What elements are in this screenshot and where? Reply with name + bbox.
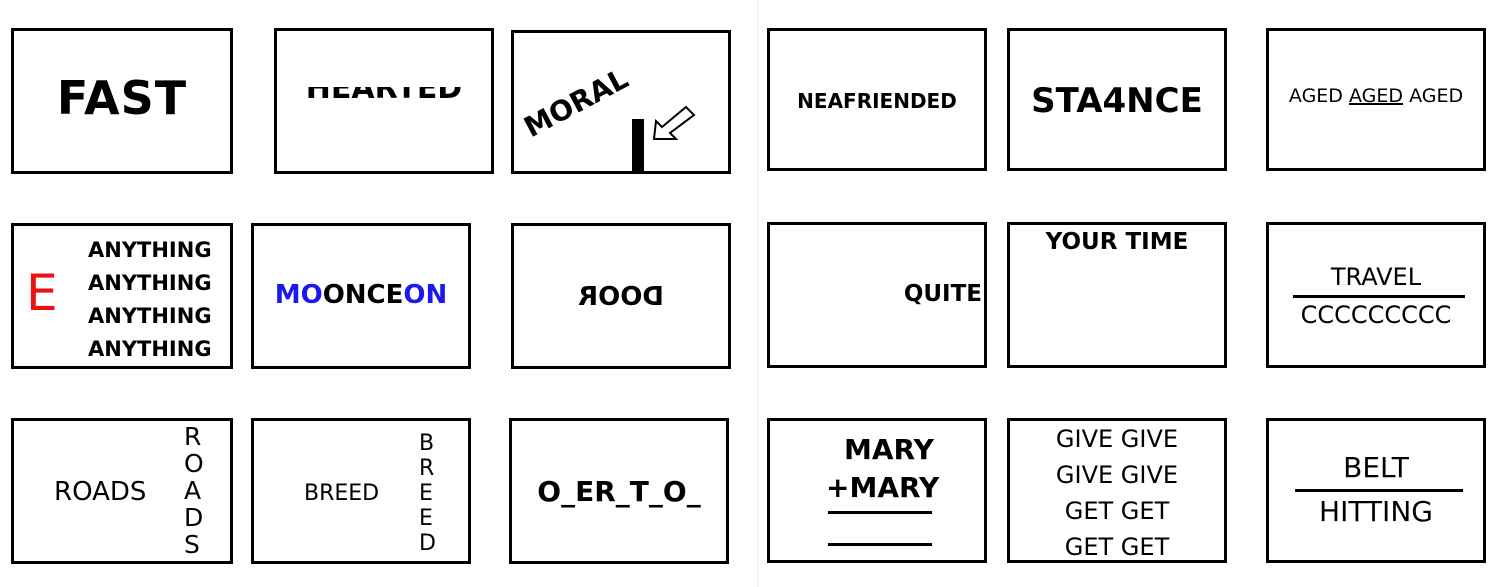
give-get-line: GET GET (1064, 533, 1170, 561)
puzzle-text: FAST (56, 71, 188, 125)
answer-line (828, 543, 932, 546)
aged-word: AGED (1288, 85, 1343, 107)
puzzle-text-vertical: ROADS (184, 422, 204, 559)
divider-line (1293, 295, 1465, 298)
clip: HEARTED (277, 87, 491, 103)
divider-line (1295, 489, 1463, 492)
puzzle-text: TRAVEL (1330, 263, 1422, 291)
puzzle-once-in-moon: MOONCEON (251, 223, 471, 369)
puzzle-text: +MARY (826, 471, 940, 504)
puzzle-text: ROADS (54, 477, 147, 507)
puzzle-below-belt: BELT HITTING (1266, 418, 1486, 563)
puzzle-give-get: GIVE GIVE GIVE GIVE GET GET GET GET (1007, 418, 1227, 563)
sum-line (828, 511, 932, 514)
puzzle-text: BELT (1343, 451, 1409, 484)
puzzle-text: HITTING (1319, 495, 1433, 528)
give-get-stack: GIVE GIVE GIVE GIVE GET GET GET GET (1010, 421, 1224, 561)
puzzle-letter-e: E (26, 264, 58, 322)
puzzle-neafriended: NEAFRIENDED (767, 28, 987, 171)
puzzle-quite: QUITE (767, 222, 987, 368)
puzzle-text: O_ER_T_O_ (537, 475, 701, 508)
puzzle-marry: MARY +MARY (767, 418, 987, 563)
puzzle-text: MORAL (518, 61, 634, 144)
puzzle-text: HEARTED (277, 87, 491, 103)
aged-word-underlined: AGED (1348, 85, 1404, 107)
puzzle-text: STA4NCE (1031, 81, 1203, 121)
puzzle-back-door: DOOR (511, 223, 731, 369)
aged-word: AGED (1409, 85, 1464, 107)
puzzle-fast: FAST (11, 28, 233, 174)
puzzle-moral-support: MORAL (511, 30, 731, 174)
once-text: ONCE (322, 280, 404, 310)
give-get-line: GET GET (1064, 497, 1170, 525)
moon-suffix: ON (403, 280, 448, 310)
anything-line: ANYTHING (88, 304, 212, 328)
give-get-line: GIVE GIVE (1055, 461, 1179, 489)
puzzle-stance: STA4NCE (1007, 28, 1227, 171)
puzzle-crossroads: ROADS ROADS (11, 418, 233, 564)
puzzle-text-vertical: BREED (419, 431, 436, 556)
anything-line: ANYTHING (88, 337, 212, 361)
puzzle-text: YOUR TIME (1045, 229, 1189, 255)
puzzle-text: AGED AGED AGED (1269, 85, 1483, 107)
puzzle-e-anything: E ANYTHING ANYTHING ANYTHING ANYTHING (11, 223, 233, 369)
puzzle-travel-seas: TRAVEL CCCCCCCCC (1266, 222, 1486, 368)
anything-line: ANYTHING (88, 271, 212, 295)
puzzle-text: MOONCEON (254, 280, 468, 310)
puzzle-text: DOOR (578, 282, 664, 312)
puzzle-half-hearted: HEARTED (274, 28, 494, 174)
puzzle-overto: O_ER_T_O_ (509, 418, 729, 564)
puzzle-aged: AGED AGED AGED (1266, 28, 1486, 171)
puzzle-text: NEAFRIENDED (797, 89, 957, 113)
panel-divider (757, 0, 758, 587)
arrow-icon (652, 105, 696, 140)
anything-stack: ANYTHING ANYTHING ANYTHING ANYTHING (88, 234, 212, 366)
support-bar (632, 119, 644, 171)
puzzle-text: CCCCCCCCC (1300, 301, 1452, 329)
give-get-line: GIVE GIVE (1055, 425, 1179, 453)
moon-prefix: MO (274, 280, 323, 310)
anything-line: ANYTHING (88, 238, 212, 262)
puzzle-text: QUITE (903, 281, 982, 307)
puzzle-text: MARY (844, 433, 934, 466)
puzzle-crossbreed: BREED BREED (251, 418, 471, 564)
puzzle-your-time: YOUR TIME (1007, 222, 1227, 368)
puzzle-text: BREED (304, 481, 380, 506)
